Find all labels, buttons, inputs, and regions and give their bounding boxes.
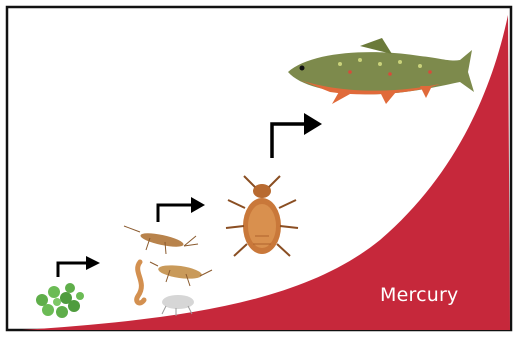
mercury-label: Mercury: [380, 284, 458, 306]
